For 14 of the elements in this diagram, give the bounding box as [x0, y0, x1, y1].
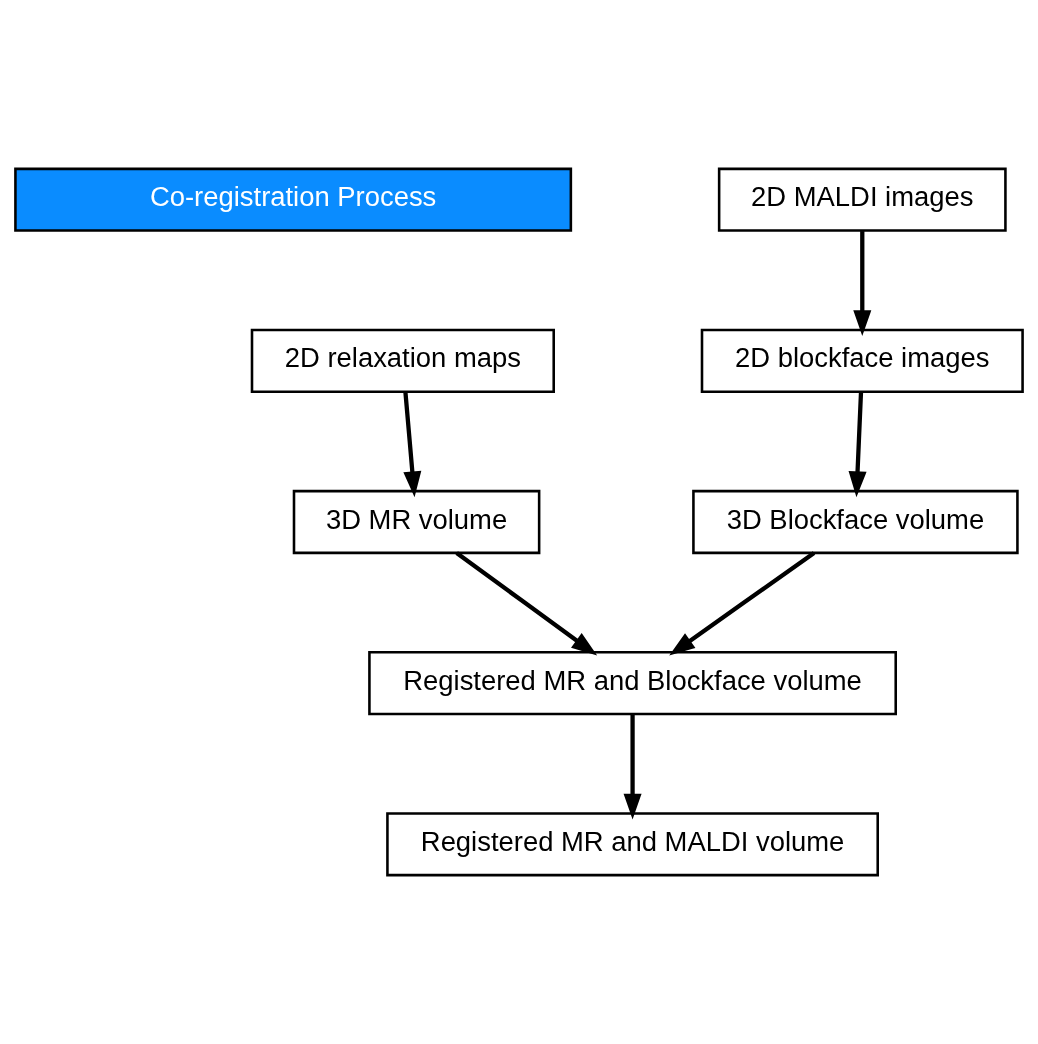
arrow — [853, 231, 872, 337]
node-box: 3D Blockface volume — [692, 489, 1019, 555]
node-box: Registered MR and Blockface volume — [368, 651, 897, 716]
node-box: 2D MALDI images — [717, 167, 1007, 232]
arrow — [455, 551, 598, 656]
node-box: 2D relaxation maps — [250, 328, 555, 393]
node-box: 2D blockface images — [700, 328, 1024, 393]
arrow — [669, 551, 816, 656]
node-box: Registered MR and MALDI volume — [386, 812, 879, 877]
arrow — [623, 714, 642, 820]
node-box: 3D MR volume — [292, 489, 541, 555]
arrow — [403, 392, 422, 498]
arrow — [848, 392, 867, 498]
node-box: Co-registration Process — [14, 167, 573, 232]
